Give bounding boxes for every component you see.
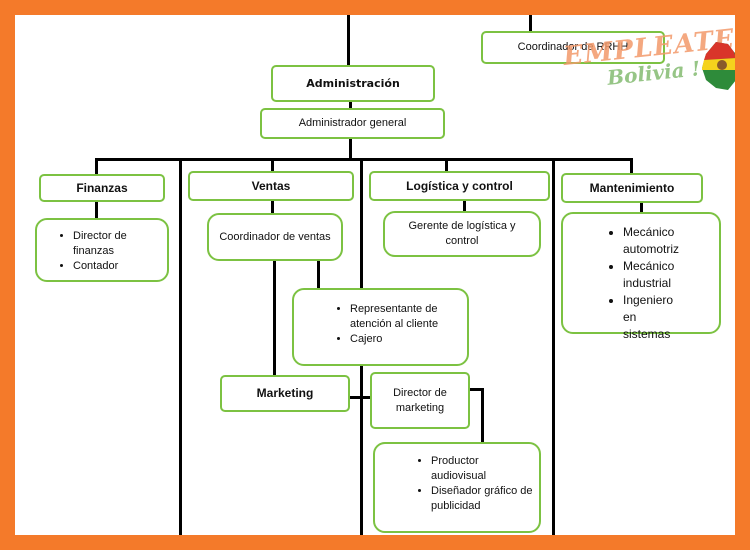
marketing-director-box: Director de marketing [370,372,470,429]
list-item: Diseñador gráfico de publicidad [431,484,539,514]
marketing-staff-list: Productor audiovisual Diseñador gráfico … [375,454,539,514]
list-item: Contador [73,259,167,274]
connector [347,15,350,65]
maintenance-title: Mantenimiento [589,180,675,195]
list-item: Cajero [350,332,457,347]
connector [630,158,633,175]
finance-header: Finanzas [39,174,165,202]
connector [463,201,466,212]
logistics-manager-label: Gerente de logística y control [408,220,516,247]
marketing-box: Marketing [220,375,350,412]
finance-roles-box: Director de finanzas Contador [35,218,169,282]
logistics-header: Logística y control [369,171,550,201]
list-item: Productor audiovisual [431,454,539,484]
connector [317,261,320,289]
finance-title: Finanzas [76,180,128,195]
list-item: Director de finanzas [73,229,167,259]
connector [481,388,484,443]
connector [469,388,483,391]
administration-box: Administración [271,65,435,102]
marketing-staff-box: Productor audiovisual Diseñador gráfico … [373,442,541,533]
sales-coordinator-label: Coordinador de ventas [219,230,331,243]
logistics-title: Logística y control [406,178,513,193]
logistics-manager-box: Gerente de logística y control [383,211,541,257]
maintenance-roles-list: Mecánico automotriz Mecánico industrial … [563,224,679,343]
sales-header: Ventas [188,171,354,201]
marketing-director-label: Director de marketing [393,386,447,414]
maintenance-header: Mantenimiento [561,173,703,203]
connector [95,158,633,161]
hr-coordinator-label: Coordinador de RRHH [517,41,629,53]
connector [271,158,274,173]
connector [349,138,352,160]
connector [273,261,276,376]
list-item: Ingeniero en sistemas [623,292,679,343]
connector [271,201,274,215]
org-chart-canvas: Coordinador de RRHH Administración Admin… [15,15,735,535]
list-item: Representante de atención al cliente [350,302,457,332]
sales-staff-box: Representante de atención al cliente Caj… [292,288,469,366]
administration-title: Administración [306,77,400,90]
connector [349,100,352,108]
connector [552,158,555,535]
sales-coordinator-box: Coordinador de ventas [207,213,343,261]
sales-staff-list: Representante de atención al cliente Caj… [294,302,457,347]
connector [350,396,372,399]
general-administrator-box: Administrador general [260,108,445,139]
general-administrator-label: Administrador general [298,117,407,129]
finance-roles-list: Director de finanzas Contador [37,229,167,274]
connector [640,201,643,212]
connector [95,158,98,175]
list-item: Mecánico industrial [623,258,679,292]
connector [529,15,532,33]
marketing-title: Marketing [256,386,314,400]
hr-coordinator-box: Coordinador de RRHH [481,31,665,64]
maintenance-roles-box: Mecánico automotriz Mecánico industrial … [561,212,721,341]
connector [445,158,448,173]
bolivia-map-flag-icon [702,42,735,90]
connector [179,158,182,535]
connector [95,201,98,218]
list-item: Mecánico automotriz [623,224,679,258]
sales-title: Ventas [251,178,291,193]
